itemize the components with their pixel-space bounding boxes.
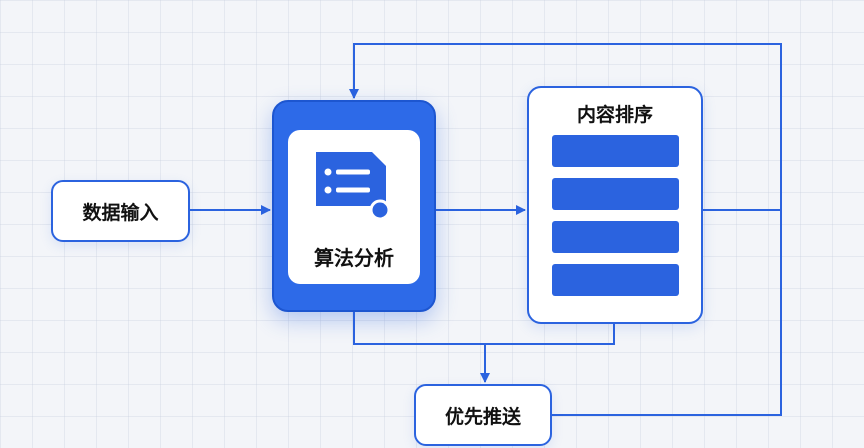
- edge-algorithm-down-merge: [353, 312, 485, 345]
- ranking-row: [552, 178, 679, 210]
- node-algorithm-analysis: 算法分析: [272, 100, 436, 312]
- edge-ranking-down-merge: [485, 324, 615, 345]
- ranking-row: [552, 264, 679, 296]
- ranking-row: [552, 135, 679, 167]
- ranking-row: [552, 221, 679, 253]
- server-document-icon: [316, 152, 391, 221]
- algorithm-card: 算法分析: [288, 130, 420, 284]
- node-priority-push: 优先推送: [414, 384, 552, 446]
- node-priority-push-label: 优先推送: [444, 405, 521, 428]
- node-content-ranking: 内容排序: [527, 86, 703, 324]
- node-content-ranking-label: 内容排序: [576, 104, 653, 126]
- node-data-input-label: 数据输入: [82, 201, 159, 224]
- node-data-input: 数据输入: [51, 180, 190, 242]
- edge-feedback-loop: [349, 43, 782, 416]
- node-algorithm-analysis-label: 算法分析: [314, 246, 394, 270]
